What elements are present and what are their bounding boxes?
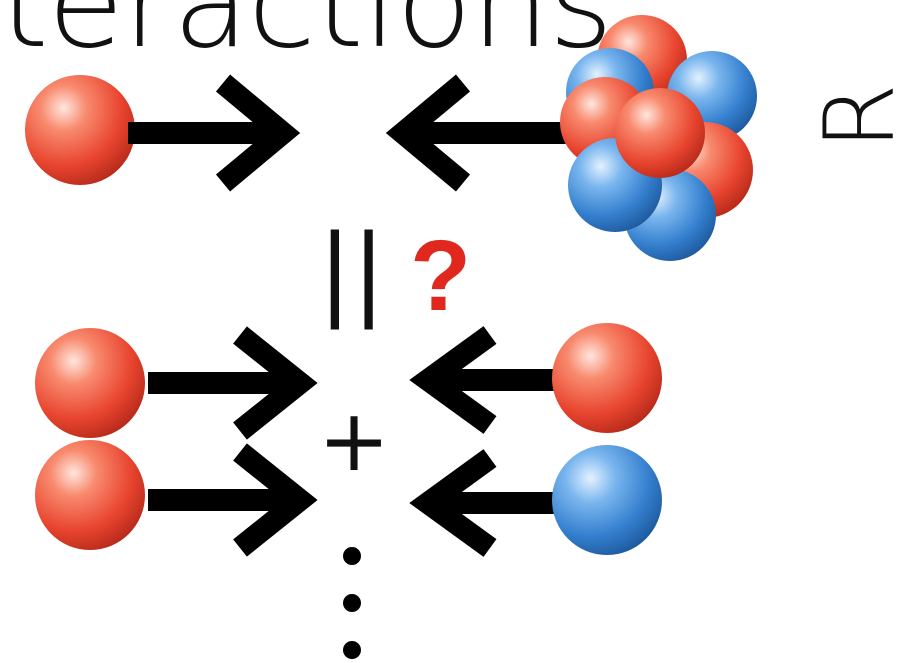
plus-symbol: +: [318, 391, 391, 491]
proton-sphere-icon: [552, 323, 662, 433]
left-arrow-icon: [385, 74, 575, 192]
question-mark: ?: [410, 220, 472, 332]
nucleus-icon: [560, 15, 757, 261]
left-arrow-icon: [409, 449, 560, 557]
ellipsis-dot-icon: [343, 641, 361, 659]
ellipsis-dot-icon: [343, 594, 361, 612]
title-text: teractions: [0, 0, 613, 76]
right-arrow-icon: [128, 74, 301, 192]
proton-sphere-icon: [35, 328, 145, 438]
side-label: R: [804, 83, 897, 150]
proton-sphere-icon: [25, 75, 135, 185]
right-arrow-icon: [148, 326, 318, 440]
right-arrow-icon: [148, 443, 318, 557]
left-arrow-icon: [409, 326, 560, 434]
neutron-sphere-icon: [552, 445, 662, 555]
ellipsis-dot-icon: [343, 547, 361, 565]
proton-sphere-icon: [35, 440, 145, 550]
equality-symbol: ||: [318, 213, 386, 330]
